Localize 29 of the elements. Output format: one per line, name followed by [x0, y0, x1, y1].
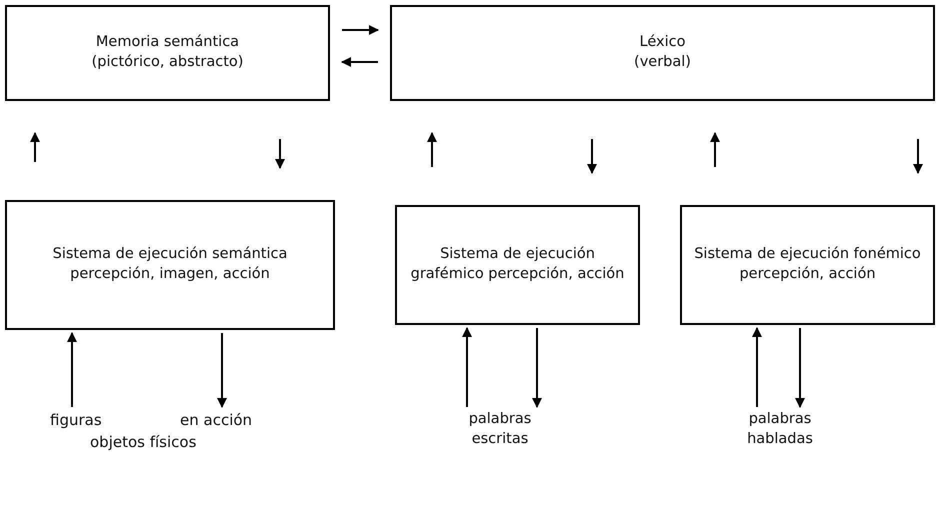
- input-label: figuras: [50, 410, 102, 430]
- arrow: [532, 328, 542, 408]
- input-label: en acción: [180, 410, 252, 430]
- arrow: [427, 132, 437, 167]
- arrow: [795, 328, 805, 408]
- box-text: Sistema de ejecución grafémico percepción, acción: [410, 245, 626, 284]
- process-box: [5, 200, 335, 330]
- arrow: [275, 139, 285, 169]
- box-text: Sistema de ejecución fonémico percepción, acción: [693, 245, 922, 284]
- arrow: [587, 139, 597, 174]
- input-label: palabras habladas: [746, 410, 814, 449]
- process-box: [680, 205, 935, 325]
- arrow: [913, 139, 923, 174]
- input-label: palabras escritas: [468, 410, 532, 449]
- arrow: [67, 332, 77, 407]
- box-text: Memoria semántica (pictórico, abstracto): [90, 33, 244, 72]
- box-text: Sistema de ejecución semántica percepción, imagen, acción: [52, 245, 288, 284]
- arrow: [341, 57, 378, 67]
- arrow: [217, 333, 227, 408]
- arrow: [342, 25, 379, 35]
- process-box: [395, 205, 640, 325]
- arrow: [752, 327, 762, 407]
- box-text: Léxico (verbal): [633, 33, 692, 72]
- input-label: objetos físicos: [90, 432, 196, 452]
- arrow: [30, 132, 40, 162]
- process-box: [5, 5, 330, 101]
- arrow: [462, 327, 472, 407]
- process-box: [390, 5, 935, 101]
- arrow: [710, 132, 720, 167]
